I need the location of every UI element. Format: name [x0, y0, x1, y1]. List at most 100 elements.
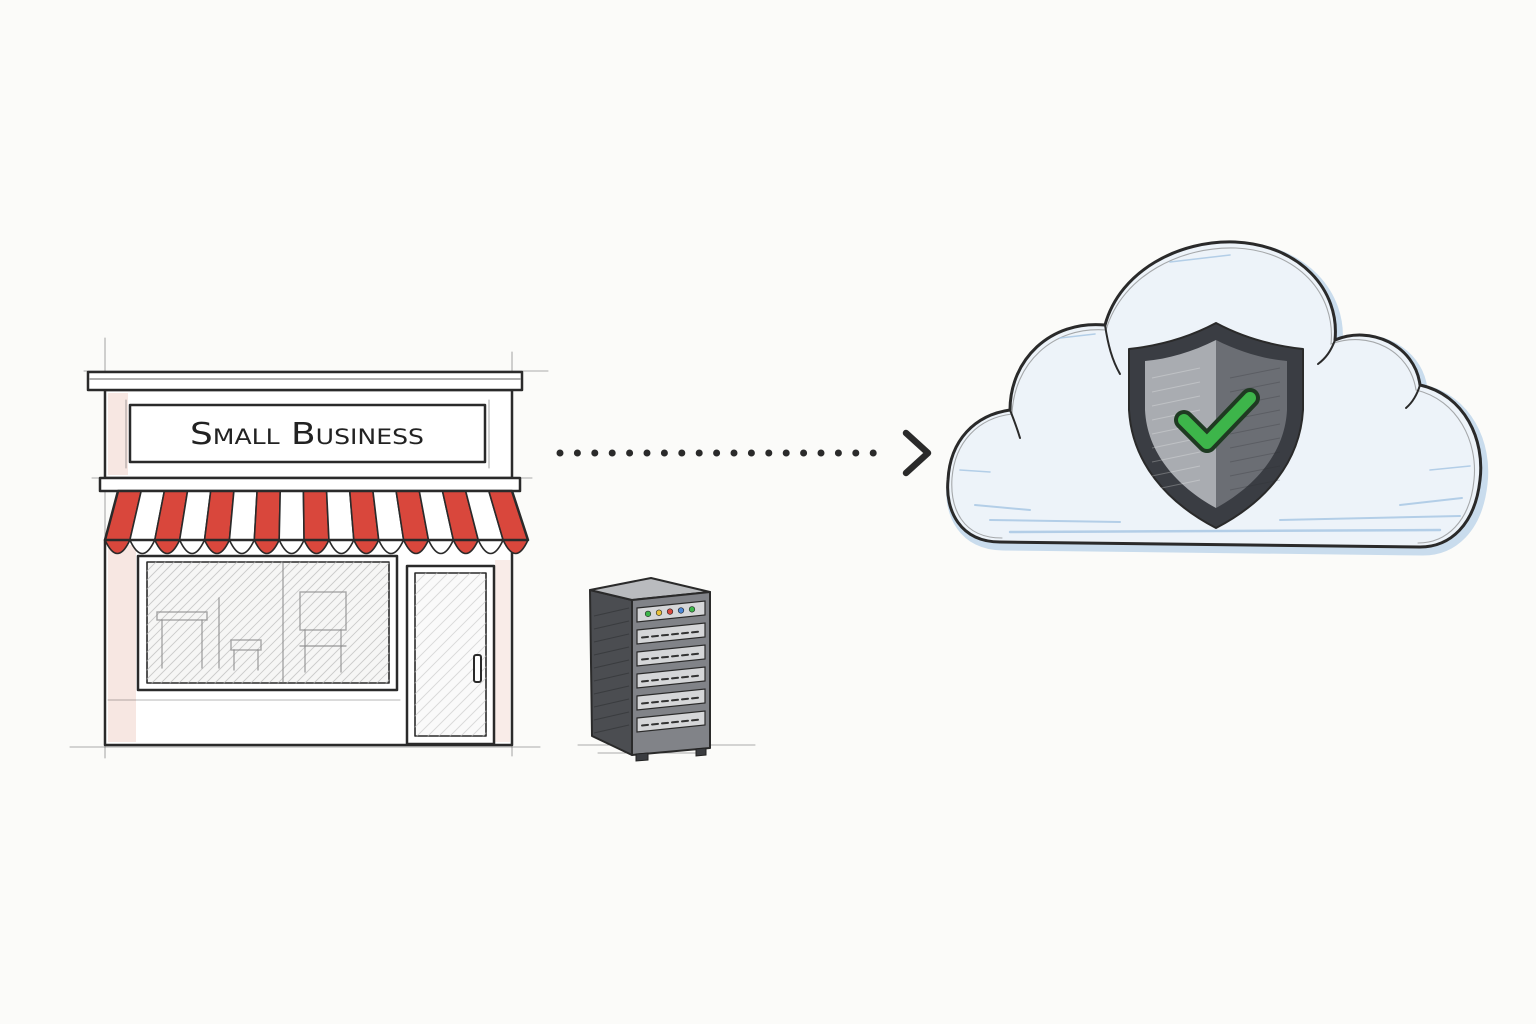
server-vent: [671, 698, 679, 702]
server-led: [677, 607, 685, 614]
server-side-hatch-line: [593, 646, 630, 656]
server-unit: [636, 644, 706, 667]
server-vent: [671, 654, 679, 658]
server-vent: [651, 678, 659, 682]
server-side-hatch-line: [593, 724, 630, 734]
server-vent: [681, 697, 689, 701]
shield-texture-line: [1151, 451, 1201, 463]
glass-hatch-line: [146, 561, 184, 599]
server-side-hatch-line: [593, 633, 630, 643]
server-vent: [651, 700, 659, 704]
sign-text: Small Business: [190, 417, 424, 452]
glass-hatch-line: [146, 561, 175, 590]
server-foot: [635, 752, 649, 762]
server-led: [688, 606, 696, 613]
shield-texture-line: [1229, 423, 1281, 435]
glass-hatch-line: [259, 561, 382, 684]
glass-hatch-line: [449, 699, 487, 737]
server-vent: [691, 652, 699, 656]
glass-hatch-line: [268, 562, 390, 684]
glass-hatch-line: [214, 561, 337, 684]
glass-hatch-line: [232, 561, 355, 684]
glass-hatch-line: [438, 688, 487, 737]
server-vent: [671, 720, 679, 724]
server-vent: [661, 699, 669, 703]
shield-texture-line: [1151, 395, 1201, 407]
glass-hatch-line: [349, 643, 390, 684]
server-vent: [661, 677, 669, 681]
shield-texture-line: [1151, 465, 1201, 477]
server-vent: [671, 632, 679, 636]
glass-hatch-line: [241, 561, 364, 684]
pillar-tint-left: [108, 545, 136, 742]
server-foot: [695, 747, 707, 757]
glass-hatch-line: [414, 572, 482, 640]
glass-hatch-line: [295, 589, 390, 684]
arrow-head: [902, 429, 932, 477]
server-side-hatch-line: [593, 607, 630, 617]
server-vent: [691, 630, 699, 634]
glass-hatch-line: [146, 561, 202, 617]
server-vent: [691, 696, 699, 700]
glass-hatch-line: [146, 561, 256, 671]
glass-hatch-line: [331, 625, 390, 684]
glass-hatch-line: [250, 561, 373, 684]
server-unit: [636, 688, 706, 711]
shield-texture-line: [1151, 367, 1201, 379]
shield-texture-line: [1151, 479, 1201, 491]
glass-hatch-line: [367, 661, 390, 684]
server-unit: [636, 666, 706, 689]
server-side-face: [589, 589, 633, 756]
glass-hatch-line: [178, 561, 301, 684]
window-furniture: [156, 591, 347, 673]
awning-stripe: [228, 490, 258, 541]
server-side-hatch-line: [593, 698, 630, 708]
cloud-icon: [946, 240, 1489, 556]
glass-hatch-line: [414, 572, 449, 607]
glass-hatch-line: [414, 622, 487, 695]
server-vent: [671, 676, 679, 680]
shield-texture-line: [1229, 479, 1281, 491]
glass-hatch-line: [205, 561, 328, 684]
server-vent: [651, 656, 659, 660]
glass-hatch-line: [169, 561, 292, 684]
storefront-icon: Small Business: [69, 337, 549, 759]
glass-hatch-line: [146, 561, 229, 644]
server-side-hatch: [593, 607, 630, 734]
server-units: [635, 600, 707, 762]
glass-hatch-line: [414, 600, 487, 673]
shield-texture-line: [1229, 367, 1281, 379]
server-vent: [681, 653, 689, 657]
server-vent: [641, 657, 649, 661]
server-vent: [681, 675, 689, 679]
glass-hatch-line: [286, 580, 390, 684]
shield-texture-line: [1229, 451, 1281, 463]
cornice: [86, 370, 524, 392]
glass-hatch-line: [187, 561, 310, 684]
glass-hatch-line: [414, 572, 427, 585]
shield-check-icon: [1128, 322, 1304, 529]
awning-band: [98, 476, 522, 493]
server-vent: [691, 674, 699, 678]
glass-hatch-line: [427, 677, 487, 737]
dotted-arrow-icon: [556, 429, 932, 477]
awning-stripe: [253, 490, 282, 541]
glass-hatch-line: [340, 634, 390, 684]
glass-hatch-line: [376, 670, 390, 684]
glass-hatch-line: [414, 572, 438, 596]
glass-hatch-line: [460, 710, 487, 737]
server-unit: [636, 710, 706, 733]
cloud-creases: [1009, 324, 1421, 439]
server-side-hatch-line: [593, 672, 630, 682]
business-sign: Small Business: [125, 399, 490, 469]
glass-hatch-line: [146, 561, 220, 635]
pillar-tint-right: [495, 560, 510, 742]
glass-hatch-line: [414, 589, 487, 662]
server-led: [655, 609, 663, 616]
glass-hatch-line: [414, 572, 471, 629]
server-vent: [641, 635, 649, 639]
glass-hatch-line: [414, 611, 487, 684]
glass-hatch-line: [322, 616, 390, 684]
door-handle: [473, 654, 482, 683]
